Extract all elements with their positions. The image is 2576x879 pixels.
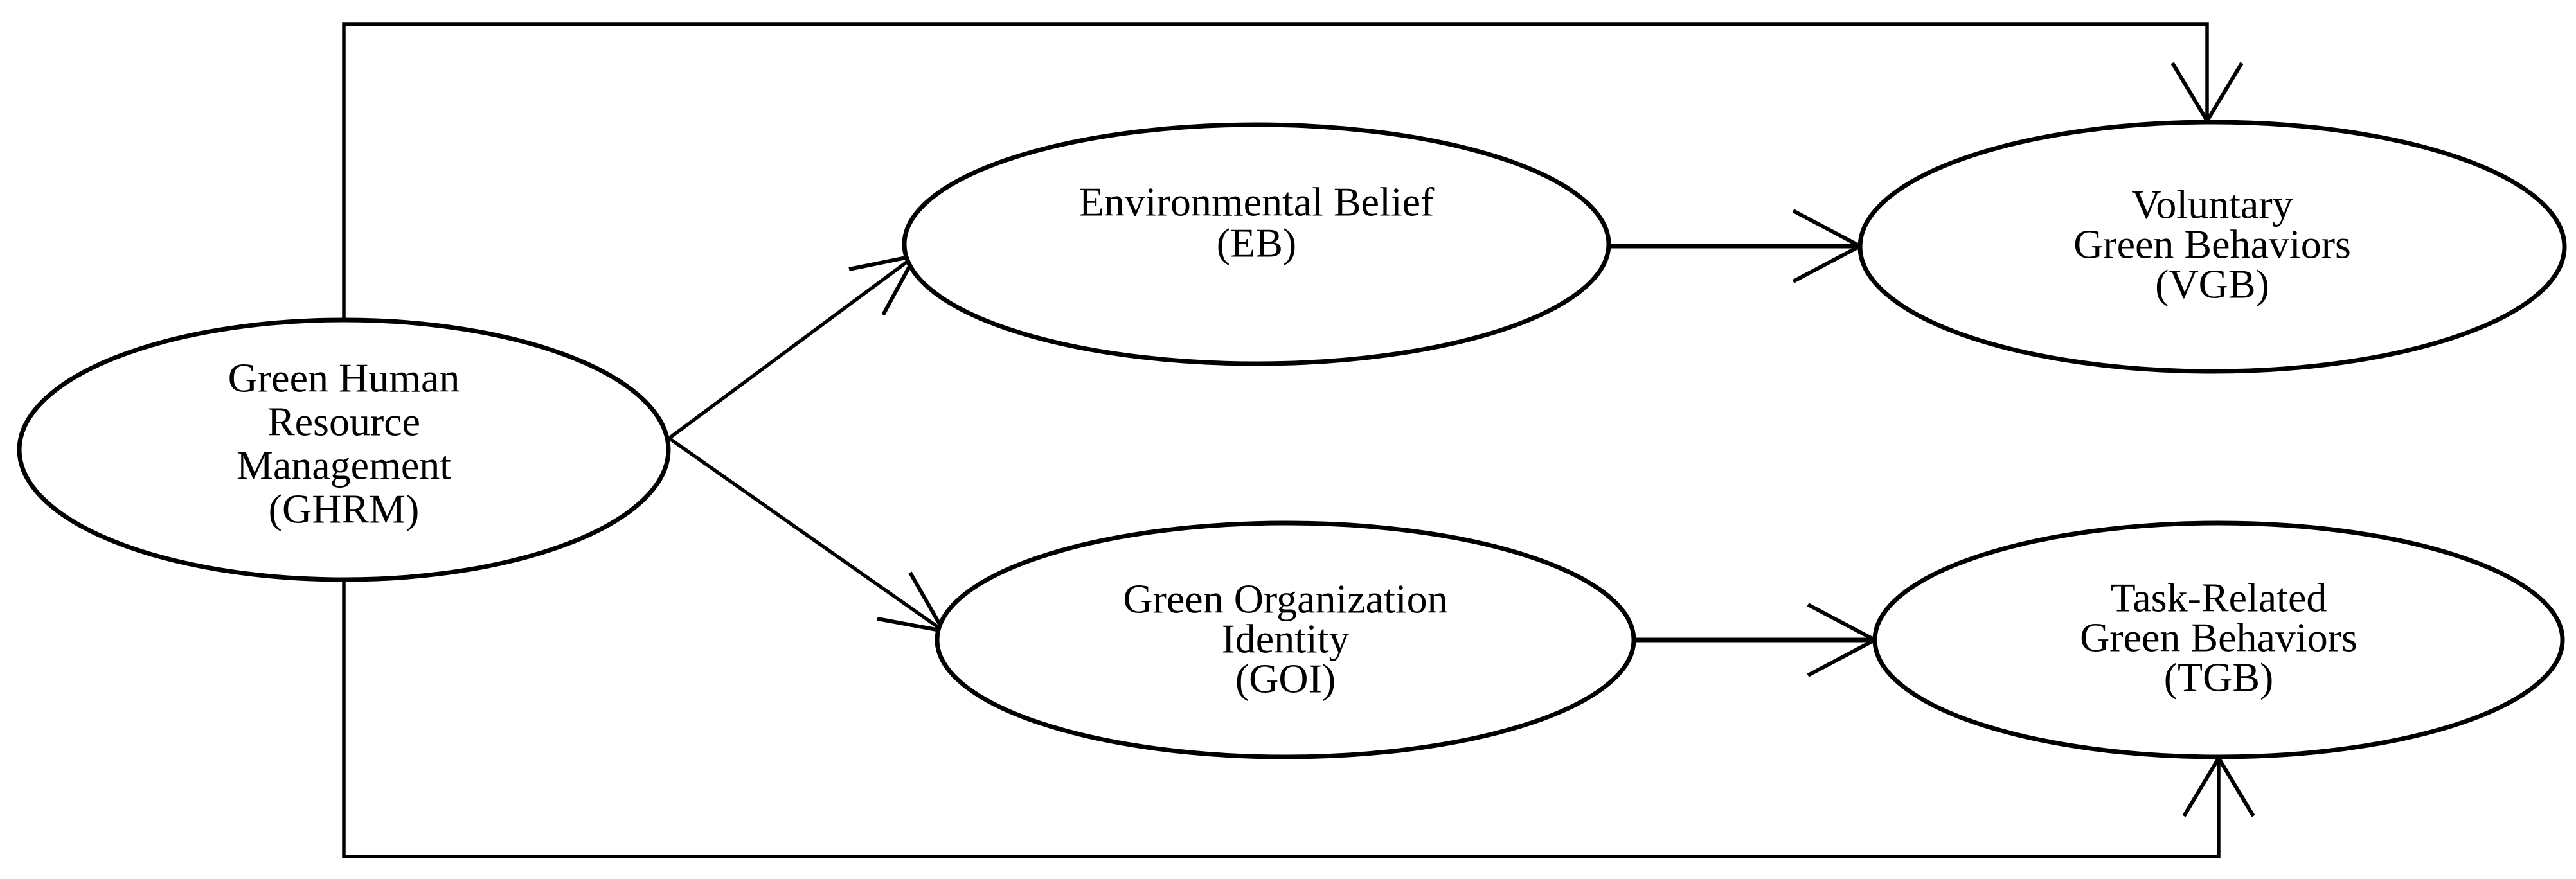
- node-eb-label-line: Environmental Belief: [1079, 179, 1435, 225]
- edge-ghrm-to-eb: [668, 253, 919, 440]
- node-eb: Environmental Belief (EB): [902, 122, 1611, 366]
- node-ghrm-label-line: Resource: [267, 399, 420, 445]
- node-ghrm-label-line: Green Human: [228, 355, 460, 401]
- node-ghrm-ellipse: [17, 317, 671, 582]
- node-tgb-label-line: (TGB): [2164, 655, 2274, 700]
- node-ghrm-label-line: Management: [237, 443, 451, 488]
- node-vgb: Voluntary Green Behaviors (VGB): [1857, 120, 2567, 374]
- node-vgb-label-line: Voluntary: [2131, 182, 2293, 227]
- node-vgb-label-line: (VGB): [2155, 262, 2269, 307]
- edge-ghrm-to-vgb-line: [342, 22, 2209, 321]
- edge-ghrm-to-goi: [668, 436, 947, 634]
- edge-ghrm-to-tgb-line: [342, 578, 2221, 858]
- node-goi-label-line: (GOI): [1235, 656, 1336, 702]
- node-goi: Green Organization Identity (GOI): [935, 520, 1636, 759]
- node-eb-label-line: (EB): [1217, 220, 1296, 266]
- node-goi-label-line: Green Organization: [1123, 576, 1447, 622]
- node-eb-ellipse: [902, 122, 1611, 366]
- node-goi-label-line: Identity: [1221, 616, 1349, 662]
- node-goi-ellipse: [935, 520, 1636, 759]
- node-tgb-label-line: Green Behaviors: [2080, 615, 2357, 661]
- edge-ghrm-to-eb-line: [668, 254, 917, 440]
- node-vgb-ellipse: [1857, 120, 2567, 374]
- node-tgb-ellipse: [1872, 520, 2565, 759]
- edge-ghrm-to-goi-line: [668, 436, 945, 633]
- node-ghrm: Green Human Resource Management (GHRM): [17, 317, 671, 582]
- node-tgb-label-line: Task-Related: [2111, 575, 2327, 621]
- node-vgb-label-line: Green Behaviors: [2073, 222, 2351, 267]
- node-ghrm-label-line: (GHRM): [269, 486, 420, 532]
- node-tgb: Task-Related Green Behaviors (TGB): [1872, 520, 2565, 759]
- edge-goi-to-tgb: [1635, 603, 1879, 677]
- edge-eb-to-vgb: [1610, 209, 1865, 283]
